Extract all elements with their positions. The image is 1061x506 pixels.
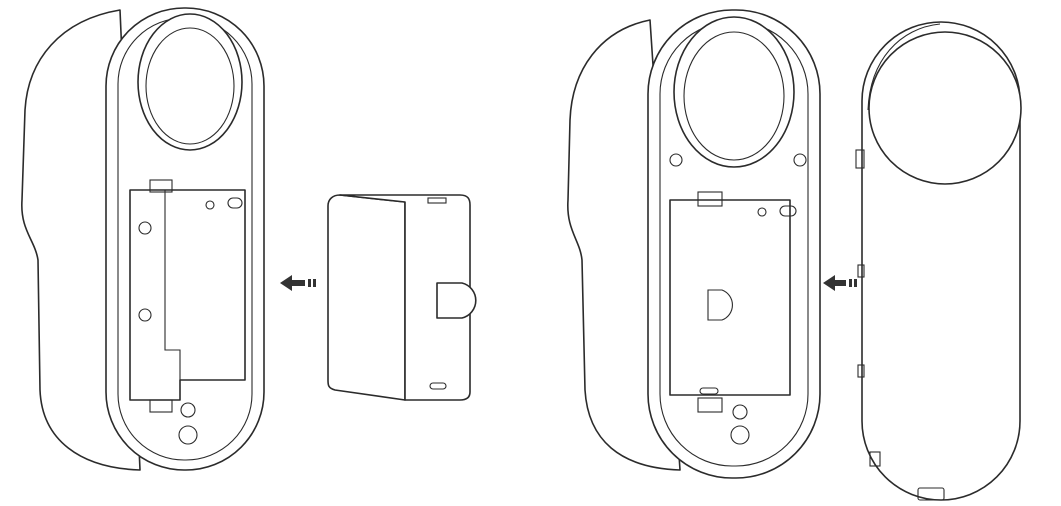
arrow-left-icon [823, 275, 857, 291]
doorbell-open-right [567, 9, 821, 479]
battery-pull-tab [436, 282, 477, 319]
screw [730, 425, 750, 445]
battery-pull-tab [707, 289, 733, 321]
screw [793, 153, 807, 167]
screw-hole [138, 221, 152, 235]
front-cover [855, 21, 1022, 501]
usb-c-port [429, 382, 447, 390]
screw-hole [138, 308, 152, 322]
cover-bottom-clip [917, 487, 945, 501]
camera-lens-inner [145, 27, 235, 145]
camera-lens-recess [673, 16, 795, 168]
cover-lens-window [868, 31, 1022, 185]
usb-c-port [699, 387, 719, 395]
mount-hole [178, 425, 198, 445]
battery-pack [327, 194, 477, 401]
arrow-left-icon [280, 275, 316, 291]
mount-hole [180, 402, 196, 418]
camera-lens-recess [137, 13, 243, 151]
battery-cavity [129, 189, 246, 401]
battery-front [339, 194, 471, 401]
mount-hole [732, 404, 748, 420]
doorbell-open-left [21, 7, 265, 471]
battery-side [327, 194, 406, 401]
screw [669, 153, 683, 167]
